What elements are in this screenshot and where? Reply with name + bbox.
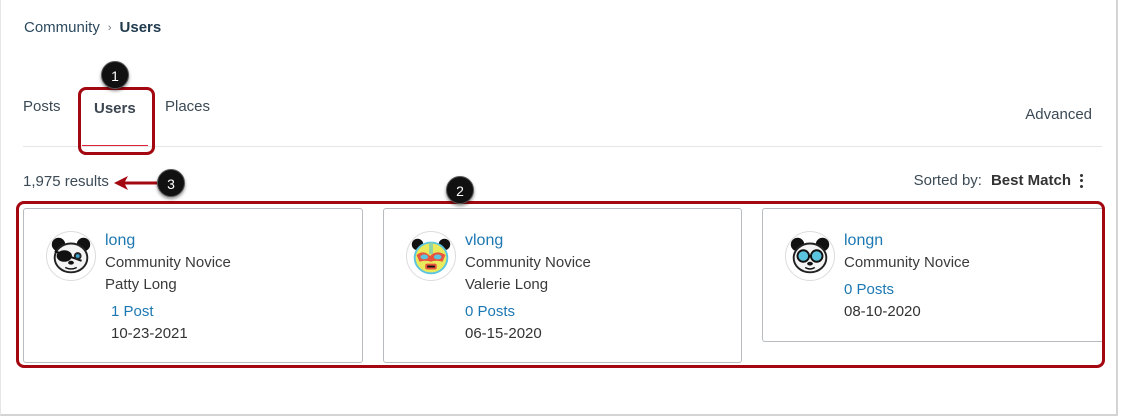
annotation-badge-3: 3 bbox=[157, 169, 185, 197]
user-rank: Community Novice bbox=[105, 254, 231, 271]
tab-users[interactable]: Users bbox=[94, 100, 136, 117]
breadcrumb: Community › Users bbox=[24, 19, 161, 36]
user-card[interactable]: longn Community Novice 0 Posts 08-10-202… bbox=[762, 208, 1102, 342]
advanced-search-link[interactable]: Advanced bbox=[1025, 106, 1092, 123]
user-date: 06-15-2020 bbox=[465, 325, 542, 342]
username-link[interactable]: long bbox=[105, 232, 136, 249]
kebab-menu-icon[interactable] bbox=[1080, 173, 1084, 188]
username-link[interactable]: longn bbox=[844, 232, 884, 249]
user-rank: Community Novice bbox=[844, 254, 970, 271]
annotation-box-users-tab bbox=[78, 87, 155, 155]
breadcrumb-community[interactable]: Community bbox=[24, 19, 100, 36]
tabs-divider bbox=[23, 146, 1102, 147]
breadcrumb-separator-icon: › bbox=[107, 21, 112, 34]
annotation-arrow-icon bbox=[114, 176, 162, 190]
panda-glasses-icon bbox=[790, 237, 830, 274]
user-rank: Community Novice bbox=[465, 254, 591, 271]
username-link[interactable]: vlong bbox=[465, 232, 504, 249]
panda-luchador-icon bbox=[411, 238, 451, 275]
user-full-name: Valerie Long bbox=[465, 276, 549, 293]
avatar[interactable] bbox=[406, 231, 456, 281]
panda-eyepatch-icon bbox=[51, 237, 91, 274]
user-posts-link[interactable]: 0 Posts bbox=[465, 303, 516, 320]
sort-value[interactable]: Best Match bbox=[990, 172, 1071, 189]
breadcrumb-current: Users bbox=[119, 19, 162, 36]
tab-posts[interactable]: Posts bbox=[23, 98, 61, 115]
user-card[interactable]: vlong Community Novice Valerie Long 0 Po… bbox=[383, 208, 742, 363]
results-count: 1,975 results bbox=[23, 173, 109, 190]
avatar[interactable] bbox=[785, 231, 835, 281]
sort-control: Sorted by: Best Match bbox=[914, 172, 1084, 189]
tab-places[interactable]: Places bbox=[165, 98, 211, 115]
annotation-badge-2: 2 bbox=[446, 176, 474, 204]
avatar[interactable] bbox=[46, 231, 96, 281]
sort-label: Sorted by: bbox=[913, 172, 982, 189]
user-full-name: Patty Long bbox=[105, 276, 177, 293]
user-info: long Community Novice Patty Long 1 Post … bbox=[105, 230, 231, 345]
user-info: longn Community Novice 0 Posts 08-10-202… bbox=[844, 230, 970, 323]
annotation-box-user-cards bbox=[16, 201, 1105, 368]
user-card[interactable]: long Community Novice Patty Long 1 Post … bbox=[23, 208, 363, 363]
user-posts-link[interactable]: 0 Posts bbox=[844, 281, 895, 298]
user-date: 08-10-2020 bbox=[844, 303, 921, 320]
user-info: vlong Community Novice Valerie Long 0 Po… bbox=[465, 230, 591, 345]
user-posts-link[interactable]: 1 Post bbox=[111, 303, 154, 320]
user-date: 10-23-2021 bbox=[111, 325, 188, 342]
annotation-badge-1: 1 bbox=[101, 61, 129, 89]
